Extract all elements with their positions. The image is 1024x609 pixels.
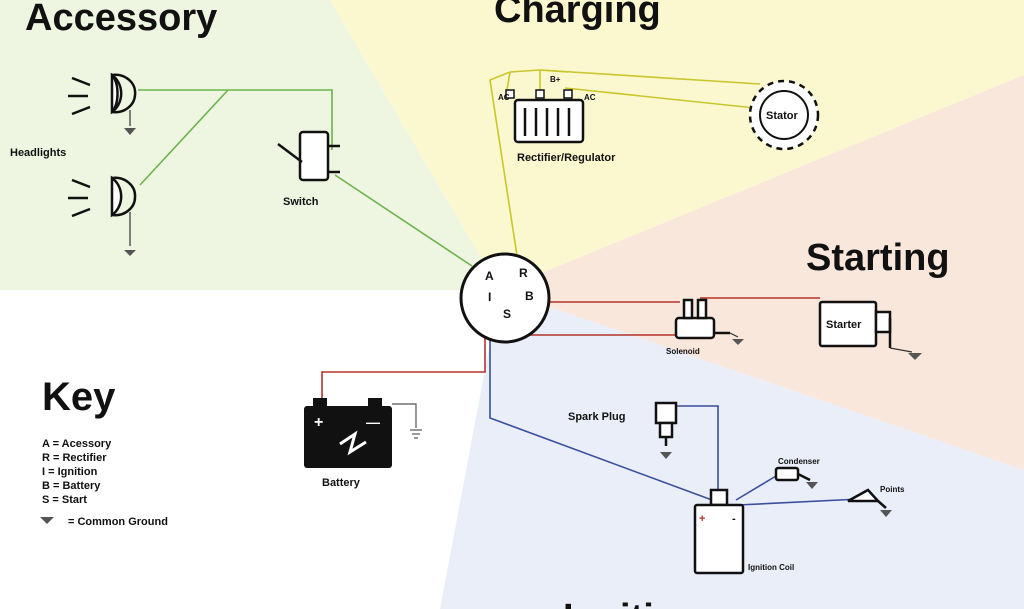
ground-icon	[124, 110, 136, 135]
points-icon	[847, 488, 887, 509]
key-item: S = Start	[42, 494, 87, 506]
headlight-icon	[68, 175, 137, 218]
solenoid-icon	[674, 298, 730, 340]
battery-plus-sign: +	[314, 414, 323, 431]
key-item: B = Battery	[42, 480, 101, 492]
key-ground-label: = Common Ground	[68, 516, 168, 528]
ground-icon	[40, 517, 54, 524]
key-legend: A = Acessory R = Rectifier I = Ignition …	[40, 438, 168, 528]
key-title: Key	[42, 375, 116, 419]
ground-icon	[806, 482, 818, 489]
switch-label: Switch	[283, 196, 319, 208]
charging-title: Charging	[494, 0, 661, 31]
ground-icon	[729, 332, 744, 345]
key-item: A = Acessory	[42, 438, 112, 450]
ignition-coil-icon	[693, 488, 745, 575]
ground-icon	[889, 347, 922, 360]
battery-label: Battery	[322, 477, 361, 489]
terminal-r-label: R	[519, 266, 528, 280]
accessory-region	[0, 0, 500, 290]
key-switch-icon	[459, 252, 551, 344]
ground-icon	[392, 403, 422, 439]
terminal-b-label: B	[525, 289, 534, 303]
headlight-icon	[68, 72, 137, 116]
ignition-coil-label: Ignition Coil	[748, 563, 794, 572]
starter-icon	[818, 300, 892, 348]
rectifier-icon	[505, 89, 585, 144]
terminal-a-label: A	[485, 269, 494, 283]
battery-icon	[304, 398, 392, 468]
accessory-title: Accessory	[25, 0, 217, 39]
coil-minus-sign: -	[732, 513, 736, 525]
key-item: R = Rectifier	[42, 452, 107, 464]
rectifier-b-plus-label: B+	[550, 75, 561, 84]
ignition-region	[440, 290, 1024, 609]
condenser-icon	[774, 466, 811, 482]
ignition-title: Ignition	[563, 597, 700, 609]
starting-title: Starting	[806, 237, 950, 279]
ground-icon	[660, 452, 672, 459]
rectifier-ac-right-label: AC	[584, 93, 596, 102]
points-label: Points	[880, 485, 905, 494]
battery-minus-sign: —	[366, 414, 380, 430]
rectifier-label: Rectifier/Regulator	[517, 152, 616, 164]
charging-region	[330, 0, 1024, 290]
rectifier-ac-left-label: AC	[498, 93, 510, 102]
spark-plug-label: Spark Plug	[568, 411, 625, 423]
terminal-s-label: S	[503, 307, 511, 321]
accessory-wires	[138, 89, 473, 267]
terminal-i-label: I	[488, 290, 491, 304]
stator-label: Stator	[766, 110, 799, 122]
coil-plus-sign: +	[699, 513, 705, 525]
condenser-label: Condenser	[778, 457, 820, 466]
switch-icon	[277, 130, 340, 182]
ground-icon	[880, 510, 892, 517]
headlights-label: Headlights	[10, 147, 66, 159]
solenoid-label: Solenoid	[666, 347, 700, 356]
spark-plug-icon	[654, 401, 678, 446]
key-item: I = Ignition	[42, 466, 98, 478]
ground-icon	[124, 212, 136, 256]
stator-icon	[748, 79, 820, 151]
starter-label: Starter	[826, 319, 862, 331]
starting-region	[500, 75, 1024, 470]
